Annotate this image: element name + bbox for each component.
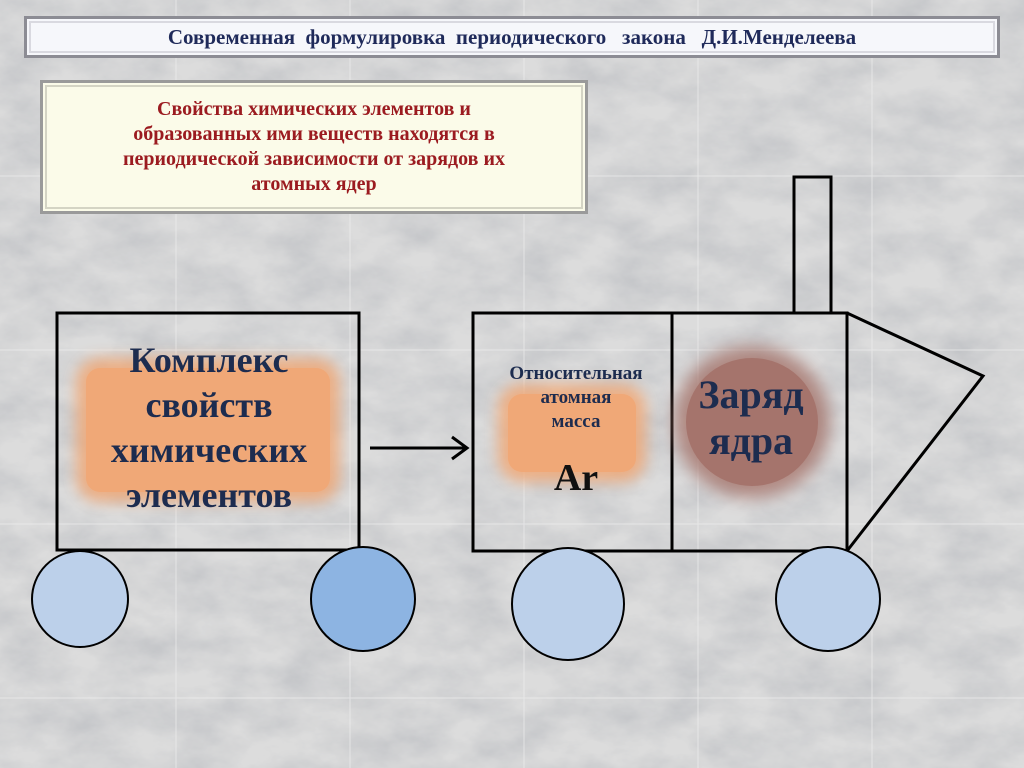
slide-title-text: Современная формулировка периодического …: [167, 24, 857, 49]
engine-chimney: [792, 175, 833, 313]
coupling-arrow-head: [451, 435, 470, 461]
atomic-mass-label: Относительная атомная масса: [509, 363, 643, 432]
wheel-3: [511, 547, 625, 661]
law-definition-box: Свойства химических элементов и образова…: [40, 80, 588, 214]
engine-body: [471, 311, 849, 553]
complex-properties-label: Комплекс свойств химических элементов: [110, 340, 308, 515]
wheel-4: [775, 546, 881, 652]
complex-properties-highlight: [86, 368, 330, 492]
nuclear-charge-highlight: [686, 358, 818, 486]
atomic-mass-symbol: Ar: [553, 457, 599, 499]
atomic-mass-highlight: [508, 394, 636, 472]
slide-title: Современная формулировка периодического …: [24, 16, 1000, 58]
left-car-body: [55, 311, 361, 552]
law-definition-text: Свойства химических элементов и образова…: [122, 98, 505, 195]
wheel-2: [310, 546, 416, 652]
nuclear-charge-label: Заряд ядра: [698, 372, 804, 463]
engine-nose: [845, 311, 986, 552]
wheel-1: [31, 550, 129, 648]
